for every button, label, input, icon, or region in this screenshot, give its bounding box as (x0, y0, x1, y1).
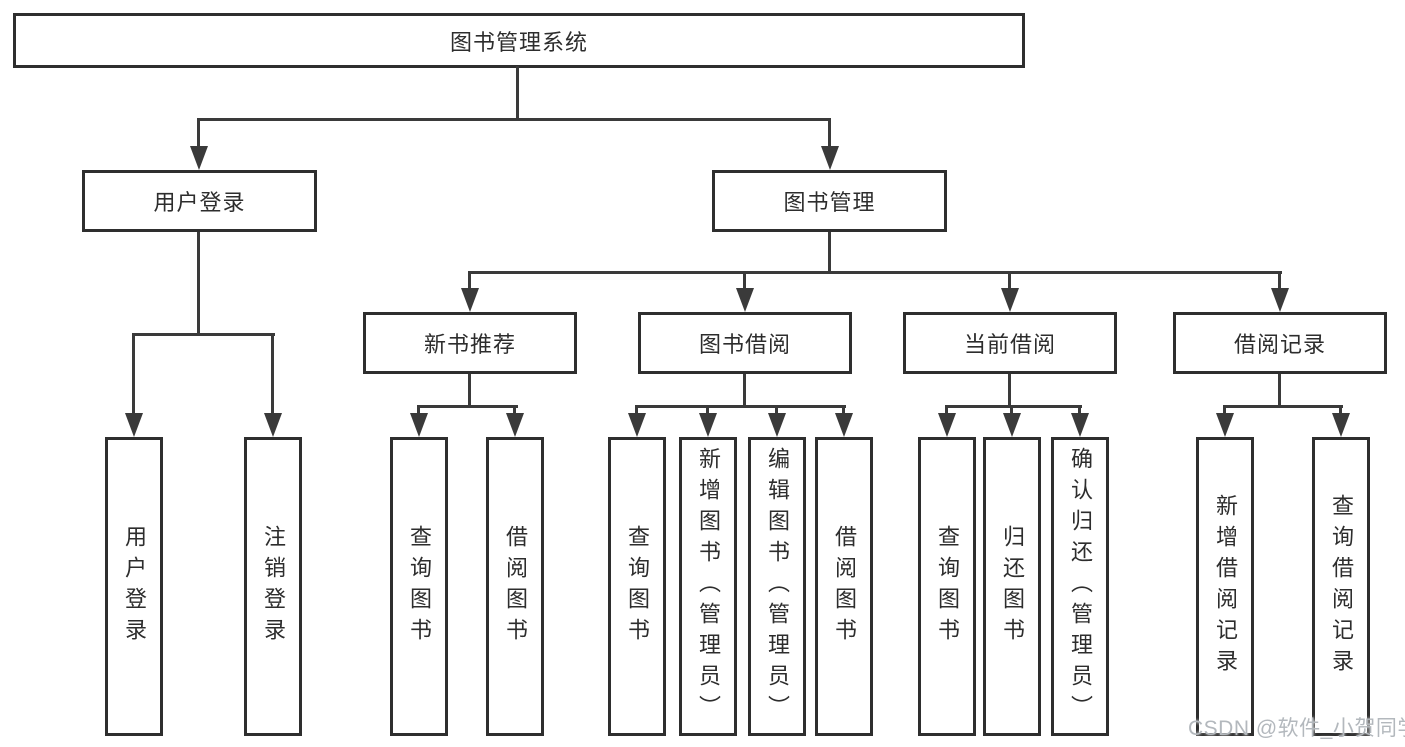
arrowhead-down-icon (938, 413, 956, 437)
node-new-book-recommend-label: 新书推荐 (423, 332, 516, 357)
leaf-recommend-query-books-label: 查询图书 (407, 524, 432, 649)
leaf-current-query-books-label: 查询图书 (935, 524, 960, 649)
arrowhead-down-icon (1001, 288, 1019, 312)
leaf-return-books-label: 归还图书 (1000, 524, 1025, 649)
connector-line (513, 405, 516, 417)
connector-line (417, 405, 420, 417)
connector-line (1278, 374, 1281, 408)
leaf-recommend-borrow-books: 借阅图书 (486, 437, 544, 736)
node-current-borrow: 当前借阅 (903, 312, 1117, 374)
arrowhead-down-icon (506, 413, 524, 437)
connector-line (828, 232, 831, 274)
arrowhead-down-icon (264, 413, 282, 437)
node-user-login: 用户登录 (82, 170, 317, 232)
leaf-borrow-query-books: 查询图书 (608, 437, 666, 736)
arrowhead-down-icon (1071, 413, 1089, 437)
connector-line (743, 374, 746, 408)
connector-line (197, 118, 831, 121)
connector-line (1278, 271, 1281, 291)
connector-line (132, 333, 135, 415)
arrowhead-down-icon (1003, 413, 1021, 437)
connector-line (516, 66, 519, 120)
node-book-management-label: 图书管理 (783, 190, 876, 215)
leaf-recommend-query-books: 查询图书 (390, 437, 448, 736)
node-borrow-records: 借阅记录 (1173, 312, 1387, 374)
connector-line (197, 118, 200, 152)
connector-line (468, 374, 471, 408)
leaf-logout: 注销登录 (244, 437, 302, 736)
arrowhead-down-icon (1332, 413, 1350, 437)
connector-line (1008, 374, 1011, 408)
node-book-borrow-label: 图书借阅 (698, 332, 791, 357)
arrowhead-down-icon (736, 288, 754, 312)
leaf-add-books-admin: 新增图书（管理员） (679, 437, 737, 736)
connector-line (635, 405, 846, 408)
leaf-confirm-return-admin: 确认归还（管理员） (1051, 437, 1109, 736)
leaf-current-query-books: 查询图书 (918, 437, 976, 736)
connector-line (842, 405, 845, 417)
connector-line (743, 271, 746, 291)
connector-line (1010, 405, 1013, 417)
leaf-edit-books-admin: 编辑图书（管理员） (748, 437, 806, 736)
leaf-user-login: 用户登录 (105, 437, 163, 736)
leaf-add-borrow-record: 新增借阅记录 (1196, 437, 1254, 736)
csdn-watermark: CSDN @软件_小贺同学 (1188, 717, 1405, 740)
arrowhead-down-icon (190, 146, 208, 170)
connector-line (635, 405, 638, 417)
leaf-recommend-borrow-books-label: 借阅图书 (503, 524, 528, 649)
connector-line (417, 405, 518, 408)
arrowhead-down-icon (410, 413, 428, 437)
leaf-confirm-return-admin-label: 确认归还（管理员） (1068, 447, 1093, 726)
connector-line (468, 271, 471, 291)
connector-line (132, 333, 275, 336)
connector-line (1223, 405, 1226, 417)
node-current-borrow-label: 当前借阅 (963, 332, 1056, 357)
arrowhead-down-icon (699, 413, 717, 437)
connector-line (197, 232, 200, 336)
arrowhead-down-icon (1216, 413, 1234, 437)
arrowhead-down-icon (628, 413, 646, 437)
arrowhead-down-icon (821, 146, 839, 170)
connector-line (945, 405, 948, 417)
node-root-label: 图书管理系统 (449, 29, 588, 55)
connector-line (828, 118, 831, 152)
connector-line (1078, 405, 1081, 417)
connector-line (1008, 271, 1011, 291)
leaf-add-borrow-record-label: 新增借阅记录 (1213, 493, 1238, 680)
leaf-query-borrow-record: 查询借阅记录 (1312, 437, 1370, 736)
connector-line (468, 271, 1282, 274)
connector-line (945, 405, 1082, 408)
connector-line (706, 405, 709, 417)
node-new-book-recommend: 新书推荐 (363, 312, 577, 374)
leaf-query-borrow-record-label: 查询借阅记录 (1329, 493, 1354, 680)
node-borrow-records-label: 借阅记录 (1233, 332, 1326, 357)
node-book-borrow: 图书借阅 (638, 312, 852, 374)
arrowhead-down-icon (768, 413, 786, 437)
node-root: 图书管理系统 (13, 13, 1025, 68)
leaf-user-login-label: 用户登录 (122, 524, 147, 649)
leaf-return-books: 归还图书 (983, 437, 1041, 736)
node-user-login-label: 用户登录 (153, 190, 246, 215)
leaf-borrow-books: 借阅图书 (815, 437, 873, 736)
arrowhead-down-icon (125, 413, 143, 437)
connector-line (1339, 405, 1342, 417)
node-book-management: 图书管理 (712, 170, 947, 232)
connector-line (775, 405, 778, 417)
leaf-edit-books-admin-label: 编辑图书（管理员） (765, 447, 790, 726)
leaf-add-books-admin-label: 新增图书（管理员） (696, 447, 721, 726)
leaf-borrow-query-books-label: 查询图书 (625, 524, 650, 649)
arrowhead-down-icon (461, 288, 479, 312)
connector-line (271, 333, 274, 415)
leaf-logout-label: 注销登录 (261, 524, 286, 649)
arrowhead-down-icon (1271, 288, 1289, 312)
connector-line (1223, 405, 1343, 408)
arrowhead-down-icon (835, 413, 853, 437)
leaf-borrow-books-label: 借阅图书 (832, 524, 857, 649)
